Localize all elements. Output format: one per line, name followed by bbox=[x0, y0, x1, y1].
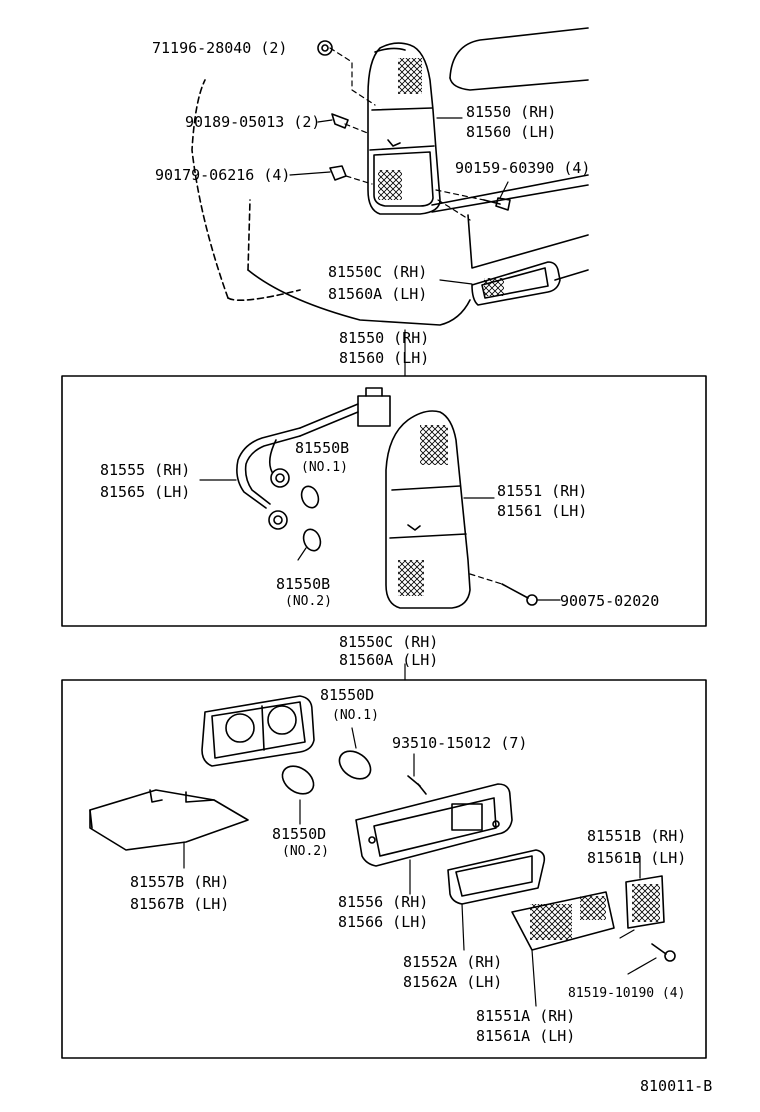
label-no2-middle: (NO.2) bbox=[285, 594, 332, 609]
vehicle-body-outline bbox=[191, 27, 589, 326]
leader-lines-bottom bbox=[183, 727, 657, 1007]
middle-box-frame bbox=[61, 375, 707, 627]
lamp-body bbox=[355, 783, 513, 867]
label-90159-60390: 90159-60390 (4) bbox=[455, 159, 591, 177]
label-71196-28040: 71196-28040 (2) bbox=[152, 39, 288, 57]
mid-header-lh: 81560 (LH) bbox=[339, 349, 430, 367]
bracket bbox=[89, 789, 249, 851]
label-93510-15012: 93510-15012 (7) bbox=[392, 734, 528, 752]
bottom-header-rh: 81550C (RH) bbox=[339, 633, 439, 651]
label-81551b-rh: 81551B (RH) bbox=[587, 827, 687, 845]
label-90179-06216: 90179-06216 (4) bbox=[155, 166, 291, 184]
label-81552a-rh: 81552A (RH) bbox=[403, 953, 503, 971]
label-90075-02020: 90075-02020 bbox=[560, 592, 660, 610]
label-81561b-lh: 81561B (LH) bbox=[587, 849, 687, 867]
small-lens bbox=[625, 875, 665, 929]
label-81560-lh: 81560 (LH) bbox=[466, 123, 557, 141]
diagram-code: 810011-B bbox=[640, 1077, 713, 1095]
bottom-header-lh: 81560A (LH) bbox=[339, 651, 439, 669]
label-81551-rh: 81551 (RH) bbox=[497, 482, 588, 500]
lens-bottom bbox=[511, 891, 615, 951]
label-no1-bottom: (NO.1) bbox=[332, 708, 379, 723]
label-81550-rh: 81550 (RH) bbox=[466, 103, 557, 121]
label-81562a-lh: 81562A (LH) bbox=[403, 973, 503, 991]
label-81550d-no1: 81550D bbox=[320, 686, 375, 704]
bulbs-bottom bbox=[281, 750, 372, 795]
label-81556-rh: 81556 (RH) bbox=[338, 893, 429, 911]
leader-lines-top bbox=[289, 47, 509, 377]
screw-middle bbox=[501, 583, 538, 606]
mid-header-rh: 81550 (RH) bbox=[339, 329, 430, 347]
label-no2-bottom: (NO.2) bbox=[282, 844, 329, 859]
side-marker-top bbox=[471, 261, 561, 306]
leader-lines-middle bbox=[199, 479, 561, 681]
label-81519-10190: 81519-10190 (4) bbox=[568, 986, 686, 1001]
label-81567b-lh: 81567B (LH) bbox=[130, 895, 230, 913]
bulbs-middle bbox=[300, 485, 322, 552]
screw-bottom bbox=[407, 775, 427, 795]
label-81561-lh: 81561 (LH) bbox=[497, 502, 588, 520]
bottom-box-frame bbox=[61, 679, 707, 1059]
wire-harness bbox=[236, 387, 391, 530]
label-81566-lh: 81566 (LH) bbox=[338, 913, 429, 931]
screw-small bbox=[651, 943, 676, 962]
tail-lamp-top bbox=[367, 42, 441, 215]
label-90189-05013: 90189-05013 (2) bbox=[185, 113, 321, 131]
label-81550d-no2: 81550D bbox=[272, 825, 327, 843]
gasket bbox=[447, 849, 546, 905]
label-81555-rh: 81555 (RH) bbox=[100, 461, 191, 479]
lamp-housing bbox=[201, 695, 315, 767]
label-no1-middle: (NO.1) bbox=[301, 460, 348, 475]
label-81550b-no1: 81550B bbox=[295, 439, 350, 457]
label-81550c-rh: 81550C (RH) bbox=[328, 263, 428, 281]
label-81551a-rh: 81551A (RH) bbox=[476, 1007, 576, 1025]
label-81550b-no2: 81550B bbox=[276, 575, 331, 593]
tail-lamp-lens-middle bbox=[385, 410, 471, 609]
label-81561a-lh: 81561A (LH) bbox=[476, 1027, 576, 1045]
label-81560a-lh: 81560A (LH) bbox=[328, 285, 428, 303]
label-81565-lh: 81565 (LH) bbox=[100, 483, 191, 501]
label-81557b-rh: 81557B (RH) bbox=[130, 873, 230, 891]
